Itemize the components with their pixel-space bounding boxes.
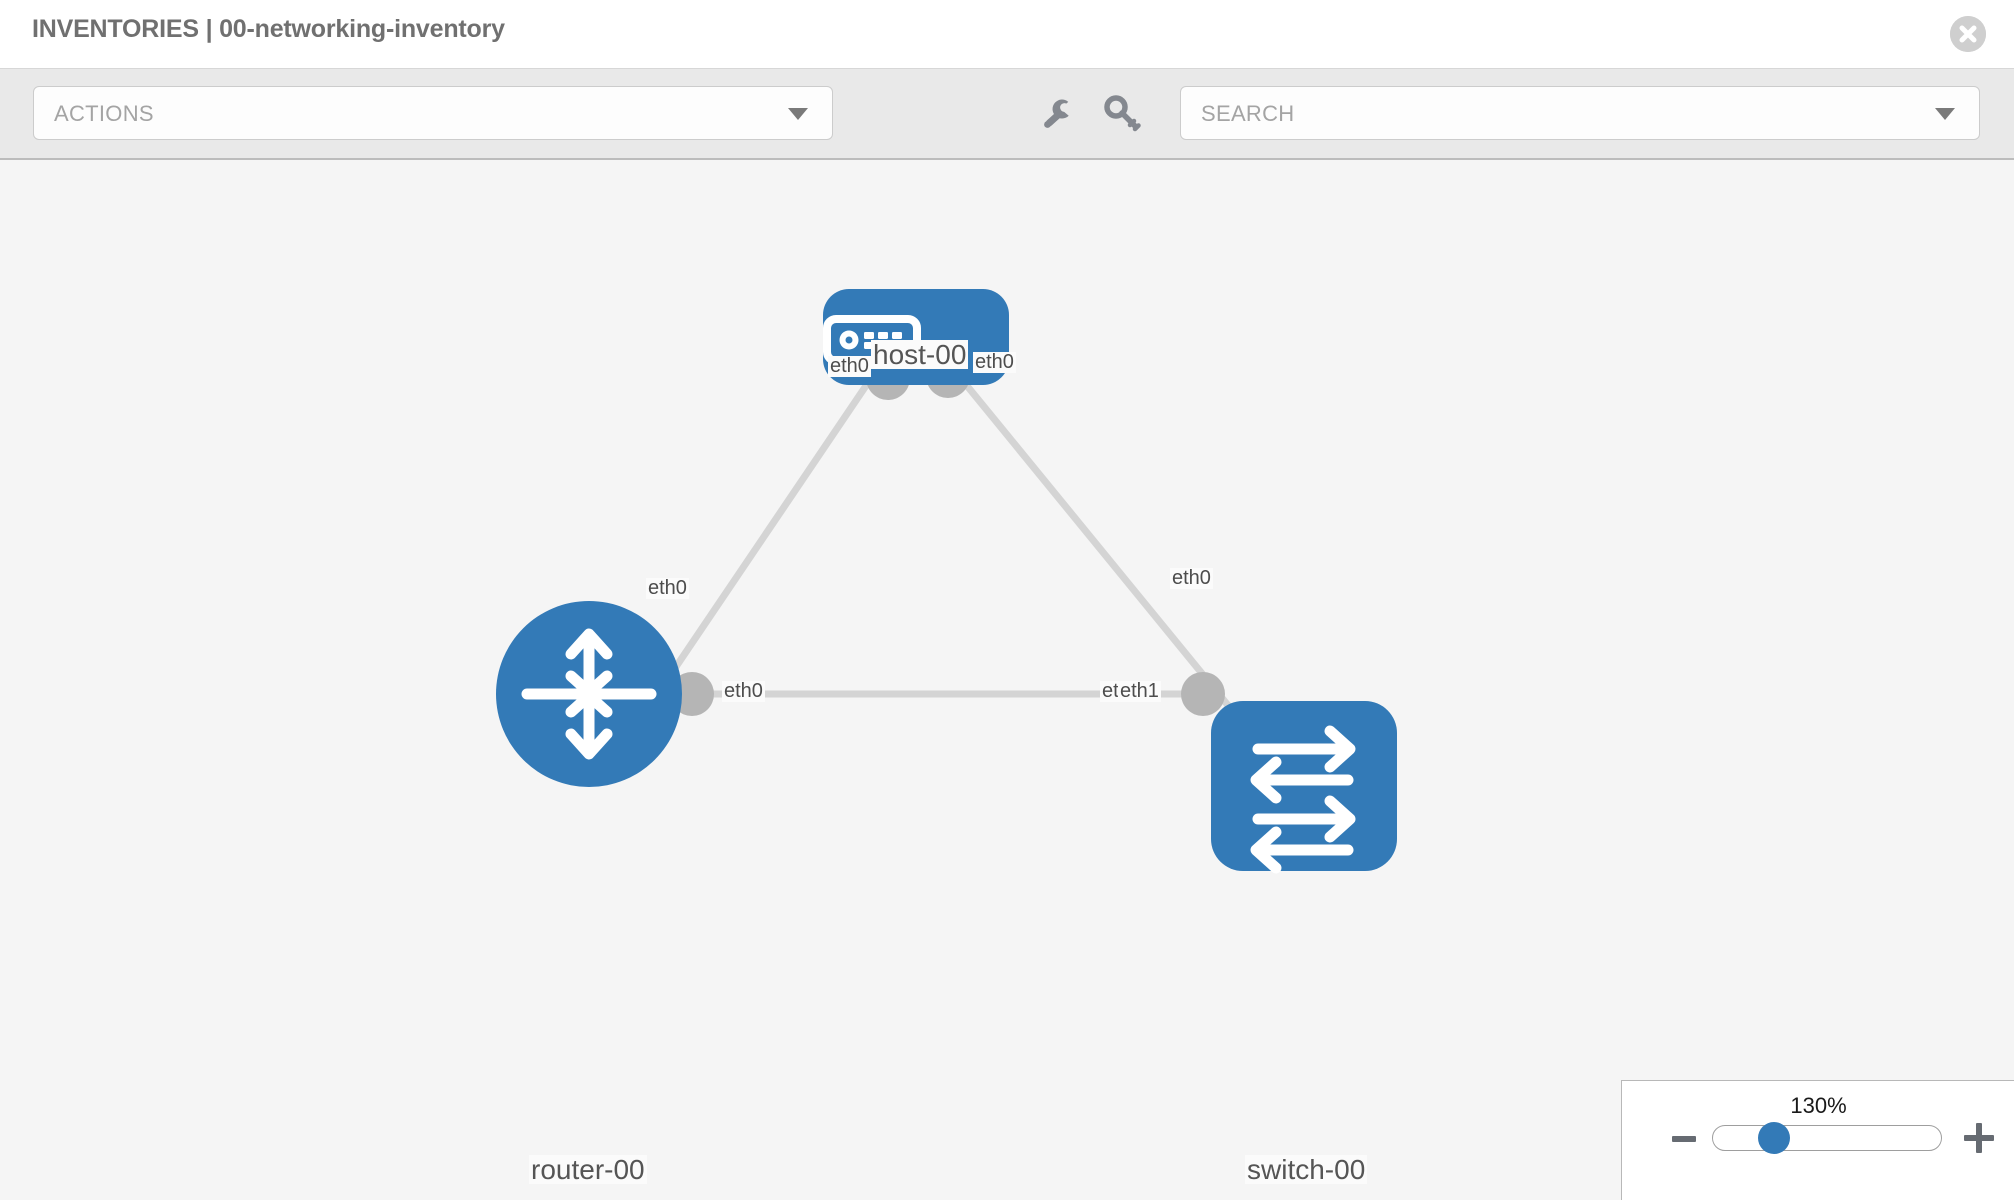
actions-dropdown[interactable]: ACTIONS — [33, 86, 833, 140]
chevron-down-icon — [788, 108, 808, 120]
link-host-router — [637, 363, 883, 722]
socket-switch-left — [1181, 672, 1225, 716]
chevron-down-icon[interactable] — [1935, 108, 1955, 120]
zoom-level-value: 130% — [1790, 1093, 1847, 1118]
app-header: INVENTORIES | 00-networking-inventory — [0, 0, 2014, 69]
wrench-icon[interactable] — [1036, 91, 1080, 135]
zoom-out-button[interactable] — [1672, 1136, 1696, 1142]
topology-sockets — [670, 354, 1257, 807]
zoom-slider-thumb[interactable] — [1758, 1122, 1790, 1154]
link-host-switch — [947, 362, 1243, 723]
iface-label: eth0 — [722, 680, 765, 702]
node-router-00[interactable] — [496, 601, 682, 787]
iface-label: eth0 — [1170, 567, 1213, 589]
topology-toolbar: ACTIONS SEARCH — [0, 69, 2014, 160]
actions-dropdown-label: ACTIONS — [54, 101, 154, 126]
topology-canvas[interactable]: eth0 eth0 eth0 eth0 eth0 eth0 eth1 host-… — [0, 160, 2014, 1200]
close-icon[interactable] — [1950, 16, 1986, 52]
search-placeholder: SEARCH — [1201, 101, 1295, 126]
iface-label: eth1 — [1118, 680, 1161, 702]
node-switch-00[interactable] — [1211, 701, 1397, 874]
iface-label: eth0 — [828, 355, 871, 377]
search-input[interactable]: SEARCH — [1180, 86, 1980, 140]
topology-links — [637, 362, 1243, 723]
router-arrows-icon — [521, 628, 657, 760]
key-icon[interactable] — [1100, 91, 1144, 135]
zoom-in-button[interactable] — [1964, 1123, 1994, 1153]
zoom-control-panel: 130% — [1621, 1080, 2014, 1200]
switch-arrows-icon — [1250, 725, 1356, 874]
node-label-router: router-00 — [529, 1154, 647, 1185]
iface-label: eth0 — [646, 577, 689, 599]
page-title: INVENTORIES | 00-networking-inventory — [32, 15, 505, 43]
node-label-switch: switch-00 — [1245, 1154, 1368, 1185]
node-label-host: host-00 — [871, 339, 969, 370]
iface-label: eth0 — [973, 351, 1016, 373]
topology-graph[interactable] — [0, 160, 2014, 1200]
zoom-slider-track[interactable] — [1712, 1125, 1942, 1151]
